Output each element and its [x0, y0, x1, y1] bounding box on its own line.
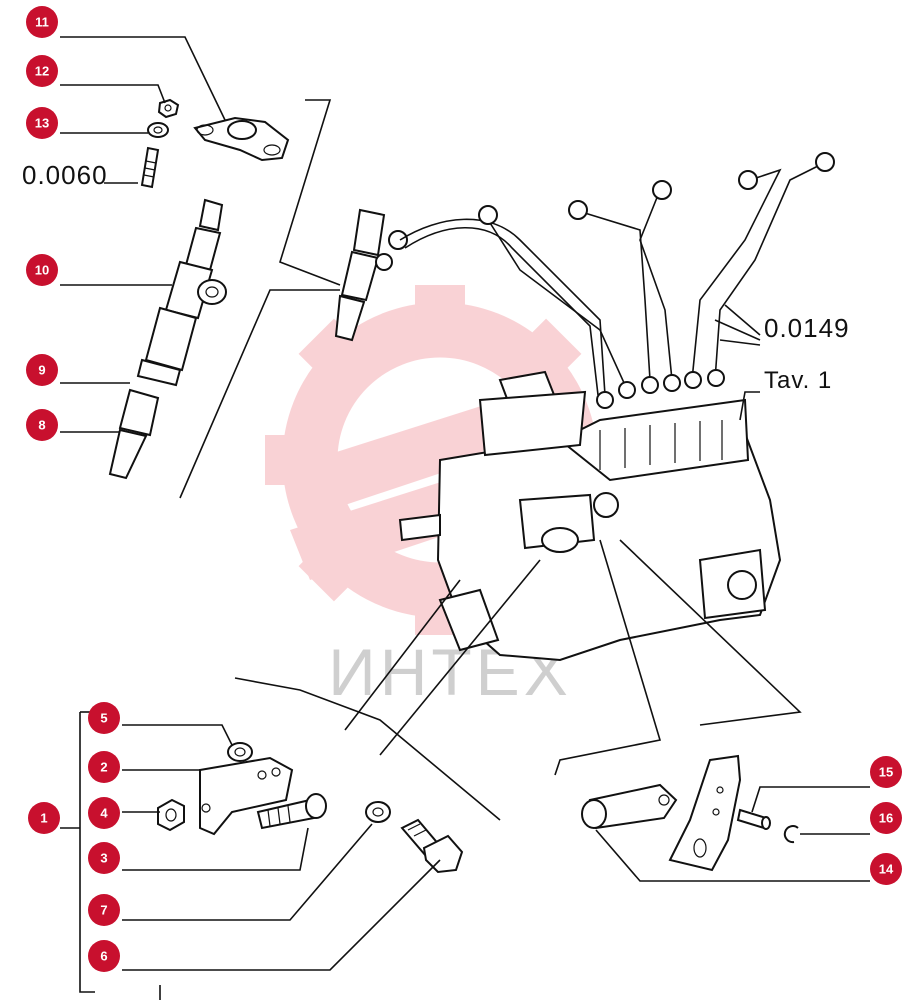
callout-5: 5 — [88, 702, 120, 734]
svg-text:5: 5 — [100, 711, 107, 726]
callout-11: 11 — [26, 6, 58, 38]
nut-part — [157, 98, 180, 119]
callout-2: 2 — [88, 751, 120, 783]
hex-nut-part — [157, 798, 185, 832]
callout-9: 9 — [26, 354, 58, 386]
injection-pump — [398, 370, 782, 662]
reference-label-tav-1: Tav. 1 — [764, 367, 833, 394]
bracket-part — [199, 756, 294, 836]
small-injector — [334, 208, 408, 342]
pin-part — [736, 808, 771, 830]
callout-16: 16 — [870, 802, 902, 834]
callout-1: 1 — [28, 802, 60, 834]
svg-text:11: 11 — [35, 15, 49, 30]
svg-text:2: 2 — [100, 760, 107, 775]
svg-text:4: 4 — [100, 806, 108, 821]
callout-8: 8 — [26, 409, 58, 441]
callout-15: 15 — [870, 756, 902, 788]
washer-part — [147, 122, 169, 138]
lever-pin-part — [581, 783, 678, 830]
injector-assembly — [108, 198, 227, 480]
svg-text:1: 1 — [40, 811, 47, 826]
reference-label-0-0060: 0.0060 — [22, 160, 108, 190]
leader-lines — [60, 36, 870, 1000]
callout-3: 3 — [88, 842, 120, 874]
svg-text:3: 3 — [100, 851, 107, 866]
svg-text:10: 10 — [35, 263, 49, 278]
callout-12: 12 — [26, 55, 58, 87]
callout-6: 6 — [88, 940, 120, 972]
svg-text:13: 13 — [35, 116, 49, 131]
fuel-pipes — [399, 152, 835, 409]
stud-part — [140, 146, 160, 189]
svg-text:14: 14 — [879, 862, 894, 877]
screw-part — [256, 793, 327, 830]
lock-washer-part — [365, 801, 391, 823]
injector-flange — [193, 116, 290, 162]
svg-text:16: 16 — [879, 811, 893, 826]
bolt-part — [400, 818, 464, 874]
svg-text:6: 6 — [100, 949, 107, 964]
callout-10: 10 — [26, 254, 58, 286]
callout-7: 7 — [88, 894, 120, 926]
callout-13: 13 — [26, 107, 58, 139]
svg-text:7: 7 — [100, 903, 107, 918]
callout-14: 14 — [870, 853, 902, 885]
svg-text:8: 8 — [38, 418, 45, 433]
clip-part — [783, 825, 799, 844]
svg-text:9: 9 — [38, 363, 45, 378]
svg-text:15: 15 — [879, 765, 893, 780]
spring-washer-part — [227, 742, 253, 762]
callout-4: 4 — [88, 797, 120, 829]
svg-text:12: 12 — [35, 64, 49, 79]
lever-arm-part — [668, 754, 742, 872]
reference-label-0-0149: 0.0149 — [764, 313, 850, 343]
